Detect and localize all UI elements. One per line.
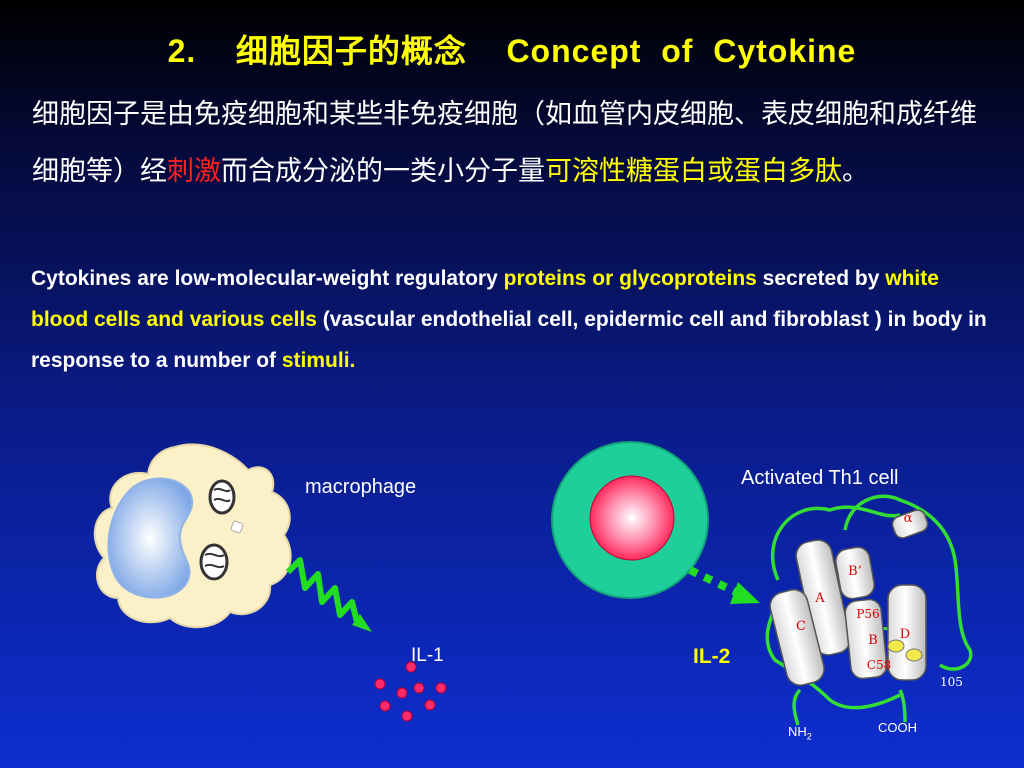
macrophage-nucleus: [107, 477, 194, 599]
th1-cell-label: Activated Th1 cell: [741, 467, 899, 489]
slide-title: 2. 细胞因子的概念 Concept of Cytokine: [167, 33, 857, 69]
helix-alpha: [891, 509, 929, 539]
label-d: D: [900, 627, 910, 642]
il2-label: IL-2: [693, 645, 731, 668]
residue-number: 105: [940, 675, 963, 689]
il2-protein-structure: α B’ A C P56 B D C58: [765, 494, 973, 726]
signal-zigzag-arrow: [285, 557, 372, 632]
label-a: A: [814, 591, 825, 606]
en-text-1: Cytokines are low-molecular-weight regul…: [31, 267, 504, 290]
chinese-definition: 细胞因子是由免疫细胞和某些非免疫细胞（如血管内皮细胞、表皮细胞和成纤维细胞等）经…: [32, 86, 997, 200]
macrophage-cell: [93, 443, 292, 629]
amino-terminus-label: NH2: [788, 724, 812, 742]
label-p56: P56: [856, 607, 879, 621]
zh-text-2: 而合成分泌的一类小分子量: [221, 156, 545, 187]
zh-text-end: 。: [842, 156, 869, 187]
macrophage-label: macrophage: [305, 476, 417, 498]
th1-cell: [551, 441, 709, 599]
label-c58: C58: [867, 658, 891, 672]
nh-subscript: 2: [806, 731, 812, 742]
en-text-2: secreted by: [756, 267, 886, 290]
en-text-3: (vascular endothelial cell, epidermic ce…: [31, 308, 987, 372]
il1-molecules: [374, 661, 447, 722]
zh-highlight-glycoprotein: 可溶性糖蛋白或蛋白多肽: [545, 156, 842, 187]
mitochondrion-lower: [199, 543, 229, 581]
carboxyl-terminus-label: COOH: [878, 720, 917, 735]
label-b: B: [868, 633, 878, 648]
label-c: C: [796, 619, 806, 634]
english-definition: Cytokines are low-molecular-weight regul…: [31, 258, 996, 381]
helix-b-prime: [835, 546, 875, 600]
dotted-arrow: [688, 566, 760, 604]
en-highlight-cells: white blood cells and various cells: [31, 267, 939, 331]
zh-text-1: 细胞因子是由免疫细胞和某些非免疫细胞（如血管内皮细胞、表皮细胞和成纤维细胞等）经: [32, 99, 977, 187]
label-alpha: α: [904, 511, 913, 526]
zh-highlight-stimulus: 刺激: [167, 156, 221, 187]
label-b-prime: B’: [848, 564, 862, 579]
nh-text: NH: [788, 724, 807, 739]
en-highlight-proteins: proteins or glycoproteins: [503, 267, 757, 290]
helix-c: [769, 589, 825, 686]
helix-b: [844, 598, 888, 680]
il1-label: IL-1: [411, 645, 444, 666]
en-highlight-stimuli: stimuli.: [281, 349, 356, 372]
mitochondrion-upper: [208, 479, 236, 515]
